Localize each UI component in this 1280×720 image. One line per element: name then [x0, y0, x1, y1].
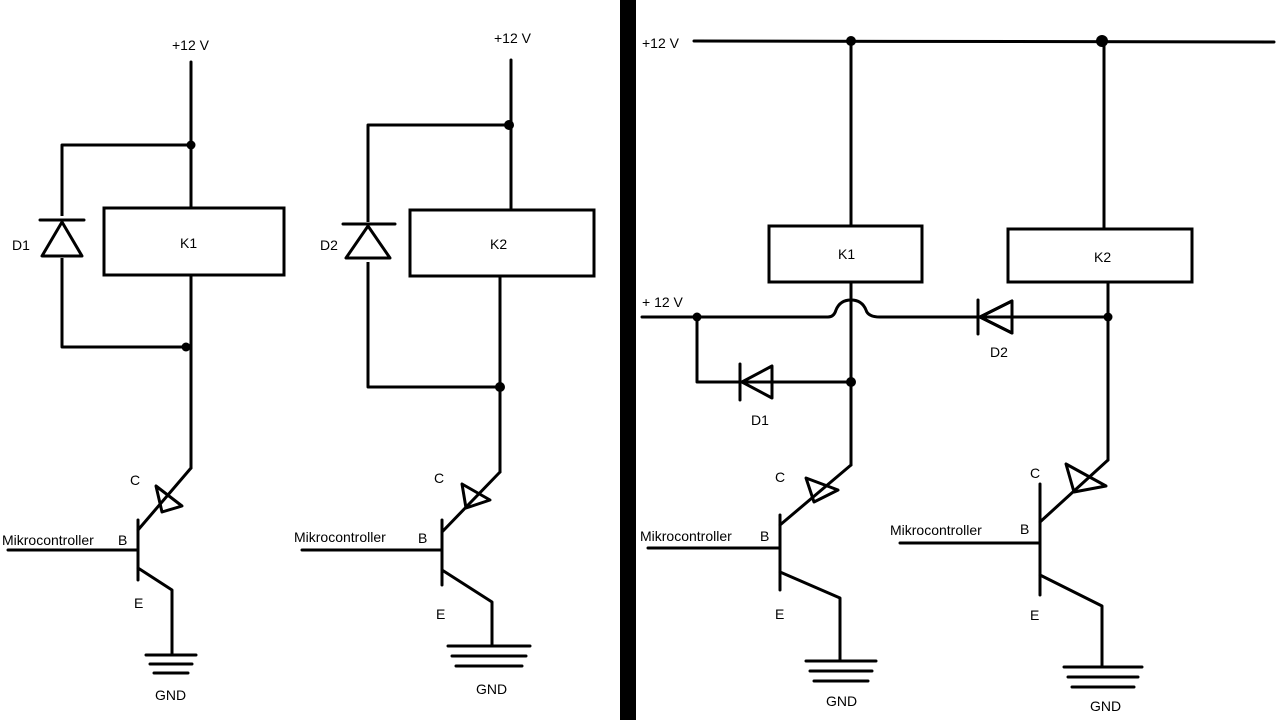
left-circuit-1: +12 V D1 K1 C B E Mikrocontroller G	[2, 37, 286, 703]
r-t1-input-label: Mikrocontroller	[640, 528, 732, 544]
c1-input-label: Mikrocontroller	[2, 532, 94, 548]
r-relay-k1	[767, 224, 924, 284]
r-t1-collector-lead	[778, 463, 853, 527]
left-circuit-2: +12 V D2 K2 C B E Mikrocontroller GND	[294, 30, 596, 697]
r-t1-collector-arrow	[804, 476, 840, 504]
c1-diode-d1	[38, 216, 86, 258]
c1-collector-arrow	[154, 484, 184, 514]
c2-supply-label: +12 V	[494, 30, 532, 46]
c2-base-label: B	[418, 530, 427, 546]
r-t2-emitter-label: E	[1030, 607, 1039, 623]
c2-collector-lead	[440, 470, 502, 534]
r-diode-d1	[730, 362, 782, 402]
r-t1-emitter-label: E	[775, 606, 784, 622]
r-t2-emitter-lead	[1038, 573, 1104, 668]
c2-emitter-label: E	[436, 606, 445, 622]
c2-ground-symbol	[446, 644, 532, 668]
c1-relay-k1	[102, 206, 286, 277]
right-combined-circuit: +12 V K1 K2 + 12 V D2	[640, 35, 1276, 714]
r-d1-branch	[695, 315, 853, 384]
r-diode-d2-label: D2	[990, 344, 1008, 360]
r-t1-emitter-lead	[778, 570, 842, 662]
r-supply-top-label: +12 V	[642, 35, 680, 51]
r-supply-rail	[692, 39, 1276, 44]
r-relay-k2	[1006, 227, 1194, 284]
c1-ground-label: GND	[155, 687, 186, 703]
r-mid-rail	[640, 298, 1110, 319]
panel-divider	[620, 0, 636, 720]
c1-collector-label: C	[130, 472, 140, 488]
r-t1-ground-symbol	[804, 659, 878, 683]
c2-ground-label: GND	[476, 681, 507, 697]
c2-collector-label: C	[434, 470, 444, 486]
r-diode-d2	[968, 298, 1022, 336]
r-t2-base-label: B	[1020, 521, 1029, 537]
c2-diode-d2	[341, 222, 397, 262]
c2-emitter-lead	[440, 568, 494, 647]
c1-supply-label: +12 V	[172, 37, 210, 53]
c1-base-label: B	[118, 532, 127, 548]
r-junction-k2-top	[1096, 35, 1108, 47]
r-t2-ground-label: GND	[1090, 698, 1121, 714]
c1-collector-lead	[136, 466, 193, 532]
c2-input-label: Mikrocontroller	[294, 529, 386, 545]
r-t1-collector-label: C	[775, 469, 785, 485]
r-relay-k1-label: K1	[838, 246, 855, 262]
c1-ground-symbol	[144, 653, 198, 675]
r-relay-k2-label: K2	[1094, 249, 1111, 265]
r-t2-collector-arrow	[1064, 462, 1108, 494]
c1-diode-label: D1	[12, 237, 30, 253]
c1-relay-label: K1	[180, 235, 197, 251]
r-t1-base-label: B	[760, 528, 769, 544]
c1-junction-bottom	[181, 342, 191, 352]
c1-emitter-lead	[136, 566, 174, 657]
c2-relay-k2	[408, 208, 596, 278]
r-t2-ground-symbol	[1062, 665, 1144, 689]
c2-collector-arrow	[460, 482, 492, 510]
c1-emitter-label: E	[134, 595, 143, 611]
r-t2-collector-label: C	[1030, 465, 1040, 481]
c2-relay-label: K2	[490, 236, 507, 252]
r-supply-mid-label: + 12 V	[642, 294, 684, 310]
r-diode-d1-label: D1	[751, 412, 769, 428]
r-t1-ground-label: GND	[826, 693, 857, 709]
r-t2-input-label: Mikrocontroller	[890, 522, 982, 538]
c2-diode-label: D2	[320, 237, 338, 253]
